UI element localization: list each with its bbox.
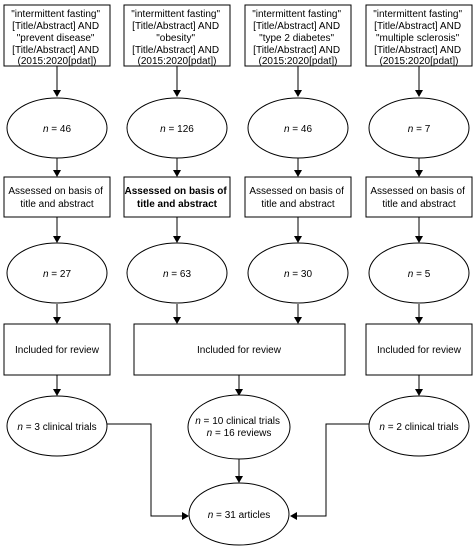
- query-line: (2015:2020[pdat]): [380, 56, 459, 67]
- query-text: "intermittent fasting" [Title/Abstract] …: [373, 9, 465, 67]
- arrowheads: [53, 90, 423, 520]
- arrowhead: [415, 317, 423, 324]
- column-type-2-diabetes: "intermittent fasting" [Title/Abstract] …: [244, 4, 352, 304]
- arrowhead: [173, 236, 181, 243]
- query-line: (2015:2020[pdat]): [18, 56, 97, 67]
- query-line: [Title/Abstract] AND: [132, 21, 219, 32]
- final-text: n = 31 articles: [208, 510, 271, 521]
- query-line: [Title/Abstract] AND: [12, 21, 99, 32]
- arrowhead: [53, 90, 61, 97]
- result-text: n = 10 clinical trials n = 16 reviews: [195, 416, 283, 439]
- arrowhead: [182, 512, 189, 520]
- included-box: [3, 323, 111, 376]
- final-node: n = 31 articles: [188, 482, 290, 546]
- count-text: n = 46: [43, 124, 72, 135]
- arrowhead: [235, 389, 243, 396]
- query-line: [Title/Abstract] AND: [132, 45, 219, 56]
- count-text: n = 7: [408, 124, 431, 135]
- query-line: [Title/Abstract] AND: [253, 21, 340, 32]
- arrowhead: [415, 90, 423, 97]
- count-ellipse: [368, 97, 470, 159]
- arrowhead: [294, 236, 302, 243]
- arrowhead: [53, 170, 61, 177]
- query-line: [Title/Abstract] AND: [374, 45, 461, 56]
- query-line: [Title/Abstract] AND: [253, 45, 340, 56]
- assessed-box: [244, 176, 352, 218]
- query-box: [365, 4, 473, 67]
- count-ellipse: [6, 97, 108, 159]
- result-ellipse: [368, 395, 470, 457]
- arrowhead: [53, 389, 61, 396]
- query-line: "obesity": [156, 33, 195, 44]
- arrowhead: [53, 236, 61, 243]
- arrowhead: [173, 170, 181, 177]
- arrowhead: [235, 476, 243, 483]
- query-line: (2015:2020[pdat]): [138, 56, 217, 67]
- query-box: [3, 4, 111, 67]
- count-text: n = 126: [160, 124, 194, 135]
- count-ellipse: [126, 97, 228, 159]
- assessed-box: [365, 176, 473, 218]
- arrowhead: [173, 317, 181, 324]
- arrowhead: [294, 317, 302, 324]
- included-box-merged: [133, 323, 346, 376]
- result-ellipse: [6, 395, 108, 457]
- query-line: "intermittent fasting": [252, 9, 341, 20]
- column-obesity: "intermittent fasting" [Title/Abstract] …: [123, 4, 346, 460]
- included-box: [365, 323, 473, 376]
- query-line: "prevent disease": [17, 33, 95, 44]
- query-text: "intermittent fasting" [Title/Abstract] …: [131, 9, 223, 67]
- result-text: n = 3 clinical trials: [17, 422, 96, 433]
- query-line: "intermittent fasting": [373, 9, 462, 20]
- arrowhead: [294, 90, 302, 97]
- assessed-text: Assessed on basis of title and abstract: [249, 186, 346, 210]
- arrowhead: [53, 317, 61, 324]
- count-text: n = 63: [163, 269, 192, 280]
- query-text: "intermittent fasting" [Title/Abstract] …: [252, 9, 344, 67]
- arrowhead: [173, 90, 181, 97]
- query-text: "intermittent fasting" [Title/Abstract] …: [11, 9, 103, 67]
- query-line: "intermittent fasting": [131, 9, 220, 20]
- query-line: "intermittent fasting": [11, 9, 100, 20]
- query-line: "type 2 diabetes": [259, 33, 334, 44]
- final-ellipse: [188, 482, 290, 546]
- assessed-box: [123, 176, 231, 218]
- assessed-text: Assessed on basis of title and abstract: [8, 186, 105, 210]
- query-line: "multiple sclerosis": [376, 33, 460, 44]
- query-line: (2015:2020[pdat]): [259, 56, 338, 67]
- included-text: Included for review: [377, 345, 462, 356]
- column-prevent-disease: "intermittent fasting" [Title/Abstract] …: [3, 4, 111, 457]
- edges: [56, 66, 420, 517]
- count-ellipse: [368, 242, 470, 304]
- included-text: Included for review: [15, 345, 100, 356]
- arrowhead: [294, 170, 302, 177]
- query-box: [244, 4, 352, 67]
- count-ellipse: [247, 97, 349, 159]
- arrowhead: [415, 236, 423, 243]
- arrowhead: [415, 389, 423, 396]
- query-line: [Title/Abstract] AND: [374, 21, 461, 32]
- arrowhead: [415, 170, 423, 177]
- assessed-text: Assessed on basis of title and abstract: [124, 186, 229, 210]
- column-multiple-sclerosis: "intermittent fasting" [Title/Abstract] …: [365, 4, 473, 457]
- edge-c1-result-final: [106, 423, 182, 517]
- count-text: n = 46: [284, 124, 313, 135]
- assessed-box: [3, 176, 111, 218]
- count-text: n = 27: [43, 269, 72, 280]
- count-ellipse: [247, 242, 349, 304]
- count-text: n = 30: [284, 269, 313, 280]
- query-box: [123, 4, 231, 67]
- edge-c4-result-final: [297, 423, 370, 517]
- result-text: n = 2 clinical trials: [379, 422, 458, 433]
- count-ellipse: [6, 242, 108, 304]
- count-ellipse: [126, 242, 228, 304]
- assessed-text: Assessed on basis of title and abstract: [370, 186, 467, 210]
- arrowhead: [290, 512, 297, 520]
- included-text: Included for review: [197, 345, 282, 356]
- query-line: [Title/Abstract] AND: [12, 45, 99, 56]
- count-text: n = 5: [408, 269, 431, 280]
- result-ellipse: [187, 394, 291, 460]
